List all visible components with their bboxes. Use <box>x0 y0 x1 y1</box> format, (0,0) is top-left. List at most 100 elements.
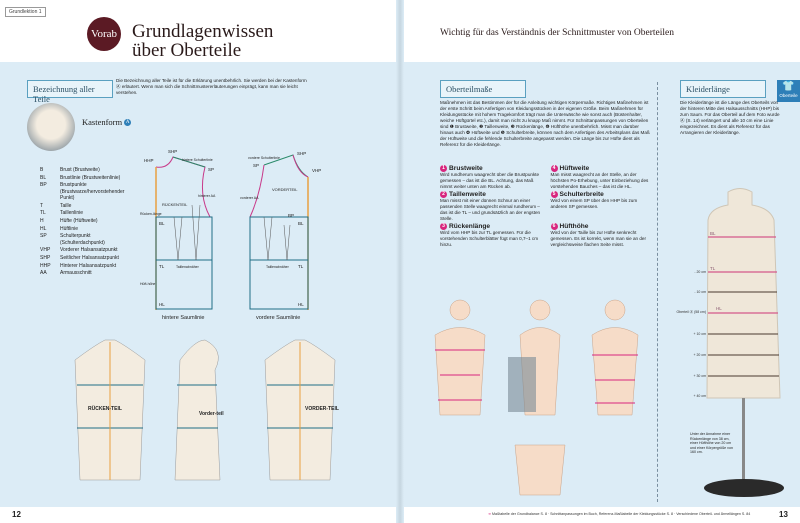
front-pattern <box>249 154 309 310</box>
measurement-text: Wird von einem SP über den HHP bis zum a… <box>550 198 638 209</box>
number-badge: 1 <box>440 165 447 172</box>
number-badge: 6 <box>550 223 558 230</box>
label-hhp: HHP <box>144 158 154 163</box>
label-shp: SHP <box>168 149 177 154</box>
label-tl-front: TL <box>298 264 304 269</box>
page-number-right: 13 <box>779 510 788 519</box>
scale-mark: + 20 cm <box>693 353 706 357</box>
shirt-icon: 👕 <box>782 81 795 92</box>
label-dart-front: Taillenabnäher <box>266 265 290 269</box>
pattern-diagram: SHP HHP SP hintere Schulterlinie hintere… <box>140 149 321 321</box>
section-heading-oberteilmasse: Oberteilmaße <box>440 80 526 98</box>
body-measurement-figures <box>434 299 639 496</box>
measurement-text: Wird rundherum waagrecht über die Brustp… <box>440 172 540 189</box>
legend-row: B Brust (Brustweite) <box>40 167 135 173</box>
back-pattern <box>155 156 213 310</box>
label-front-aa: vorderer AA <box>240 196 259 200</box>
label-back-length: Rücken-länge <box>140 212 162 216</box>
legend-row: SHP Seitlicher Halsansatzpunkt <box>40 255 135 261</box>
oberteile-tab[interactable]: 👕Oberteile <box>777 80 800 102</box>
legend-key: BP <box>40 182 47 189</box>
label-hl: HL <box>159 302 165 307</box>
label-front-piece-side: Vorder-teil <box>199 411 224 417</box>
dress-mark-hl: HL <box>716 306 722 311</box>
legend-key: SP <box>40 233 47 240</box>
dress-mark-bl: BL <box>710 231 716 236</box>
breadcrumb: Grundlektion 1 <box>5 7 46 17</box>
legend-row: TL Taillenlinie <box>40 210 135 216</box>
label-bl: BL <box>159 221 165 226</box>
label-back-piece: RÜCKEN-TEIL <box>88 405 122 412</box>
legend-row: HL Hüftlinie <box>40 226 135 232</box>
measurement-text: Wird von der Taille bis zur Hüfte senkre… <box>550 230 647 247</box>
footer-references: ➔ Maßtabelle der Grundbalance S. 8 · Sch… <box>488 512 751 516</box>
label-bl-front: BL <box>298 221 304 226</box>
legend-key: VHP <box>40 247 51 254</box>
legend-value: Hüfte (Hüftweite) <box>60 217 98 224</box>
legend-row: AA Armausschnitt <box>40 270 135 276</box>
page-number-left: 12 <box>12 510 21 519</box>
legend-key: HL <box>40 225 47 232</box>
legend-value: Armausschnitt <box>60 270 92 277</box>
vorab-badge: Vorab <box>87 17 121 51</box>
scale-mark: + 40 cm <box>693 394 706 398</box>
measurement-text: Man misst waagrecht an der Stelle, an de… <box>550 172 649 189</box>
label-back-aa: hinterer AA <box>198 194 216 198</box>
legend-value: Schulterpunkt (Schulterdachpunkt) <box>60 233 105 246</box>
legend-key: TL <box>40 210 46 217</box>
label-tl: TL <box>159 264 165 269</box>
scale-mark: + 30 cm <box>693 374 706 378</box>
legend-key: AA <box>40 270 47 277</box>
legend-key: H <box>40 217 44 224</box>
label-hip-height: Hüft-höhe <box>140 282 155 286</box>
section-heading-kleiderlaenge: Kleiderlänge <box>680 80 766 98</box>
label-front-hem: vordere Saumlinie <box>256 315 300 321</box>
column-divider <box>657 82 658 502</box>
label-dart: Taillenabnäher <box>176 265 200 269</box>
legend-value: Seitlicher Halsansatzpunkt <box>60 254 119 261</box>
label-back-hem: hintere Saumlinie <box>162 315 205 321</box>
label-sp: SP <box>208 167 214 172</box>
legend-value: Hüftlinie <box>60 225 79 232</box>
legend-key: B <box>40 167 44 173</box>
mannequin-side <box>174 339 221 481</box>
label-front-shoulder: vordere Schulterlinie <box>248 156 280 160</box>
legend-value: Hinterer Halsansatzpunkt <box>60 262 117 269</box>
label-shp-front: SHP <box>297 151 306 156</box>
legend-key: T <box>40 202 44 209</box>
section-heading-bezeichnung: Bezeichnung aller Teile <box>27 80 113 104</box>
legend-value: Taillenlinie <box>60 210 84 217</box>
legend-row: H Hüfte (Hüftweite) <box>40 218 135 224</box>
legend-value: Brust (Brustweite) <box>60 167 100 173</box>
legend-value: Brustlinie (Brustweitenlinie) <box>60 174 121 181</box>
number-badge: 4 <box>550 165 558 172</box>
number-badge: 5 <box>550 191 558 198</box>
arrow-icon: ➔ <box>488 512 492 516</box>
scale-mark: - 10 cm <box>694 290 706 294</box>
label-front: VORDERTEIL <box>272 187 298 192</box>
dress-note: Unter der Annahme einer Rückenlänge von … <box>690 432 733 454</box>
label-bp: BP <box>288 213 294 218</box>
label-sp-front: SP <box>253 163 259 168</box>
scale-mark: + 10 cm <box>693 332 706 336</box>
legend-key: SHP <box>40 254 51 261</box>
label-vhp: VHP <box>312 168 321 173</box>
kleiderlaenge-text: Die Kleiderlänge ist die Länge des Obert… <box>680 100 780 135</box>
